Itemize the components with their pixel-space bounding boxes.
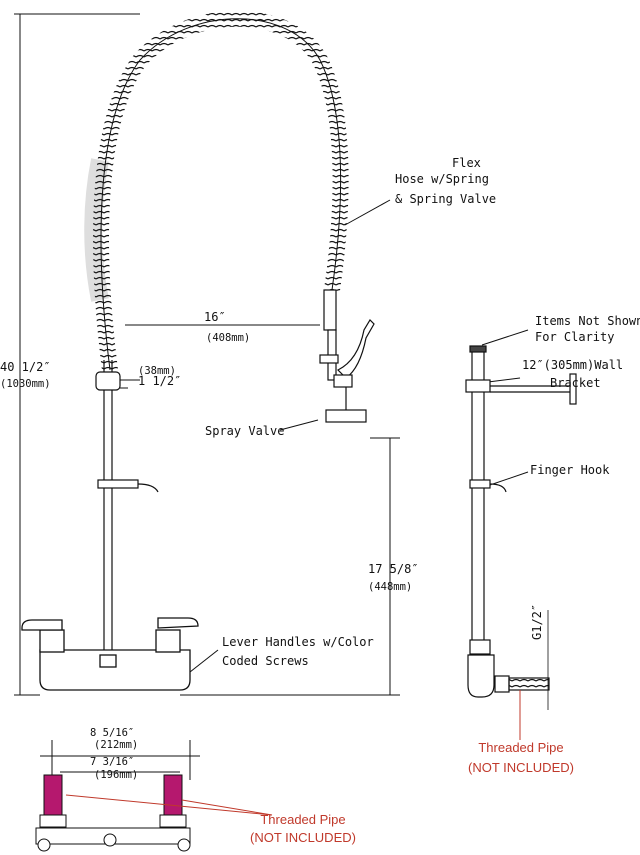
mounting-detail — [35, 740, 200, 852]
reach-inches-label: 16″ — [204, 310, 226, 324]
wall-bracket-label-1: 12″(305mm)Wall — [522, 358, 624, 372]
spray-valve — [319, 289, 375, 423]
riser-inches-label: 1 1/2″ — [138, 374, 182, 388]
threaded-pipe-bottom-label-1: Threaded Pipe — [260, 812, 346, 827]
spray-valve-label: Spray Valve — [205, 424, 285, 438]
centers-outer-inches-label: 8 5/16″ — [90, 727, 135, 739]
wall-bracket-detail — [465, 345, 577, 710]
spring-hose — [84, 10, 349, 371]
height-inches-label: 40 1/2″ — [0, 360, 51, 374]
lever-handles-label-2: Coded Screws — [222, 654, 309, 668]
items-not-shown-label-2: For Clarity — [535, 330, 615, 344]
spout-inches-label: 17 5/8″ — [368, 562, 419, 576]
reach-mm-label: (408mm) — [206, 332, 251, 344]
faucet-base — [21, 617, 199, 691]
riser-mm-label: (38mm) — [138, 365, 176, 377]
flex-hose-label-3: & Spring Valve — [395, 192, 497, 206]
threaded-pipe-bottom-label-2: (NOT INCLUDED) — [250, 830, 356, 845]
centers-inner-inches-label: 7 3/16″ — [90, 756, 135, 768]
leader-lines — [189, 199, 529, 673]
centers-inner-mm-label: (196mm) — [94, 769, 139, 781]
lever-handles-label-1: Lever Handles w/Color — [222, 635, 374, 649]
riser-pipe — [95, 360, 159, 660]
height-dimension-line — [14, 13, 140, 696]
flex-hose-label-2: Hose w/Spring — [395, 172, 489, 186]
items-not-shown-label-1: Items Not Shown — [535, 314, 640, 328]
threaded-pipe-right-label-1: Threaded Pipe — [478, 740, 564, 755]
wall-bracket-label-2: Bracket — [550, 376, 601, 390]
thread-size-label: G1/2″ — [530, 603, 544, 640]
finger-hook-label: Finger Hook — [530, 463, 610, 477]
reach-dimension-line — [120, 324, 320, 389]
threaded-pipe-right-label-2: (NOT INCLUDED) — [468, 760, 574, 775]
spout-dimension-line — [180, 437, 400, 696]
centers-outer-mm-label: (212mm) — [94, 739, 139, 751]
spout-mm-label: (448mm) — [368, 581, 413, 593]
red-leader-lines — [65, 690, 521, 816]
height-mm-label: (1030mm) — [0, 378, 51, 390]
flex-hose-label-1: Flex — [452, 156, 481, 170]
